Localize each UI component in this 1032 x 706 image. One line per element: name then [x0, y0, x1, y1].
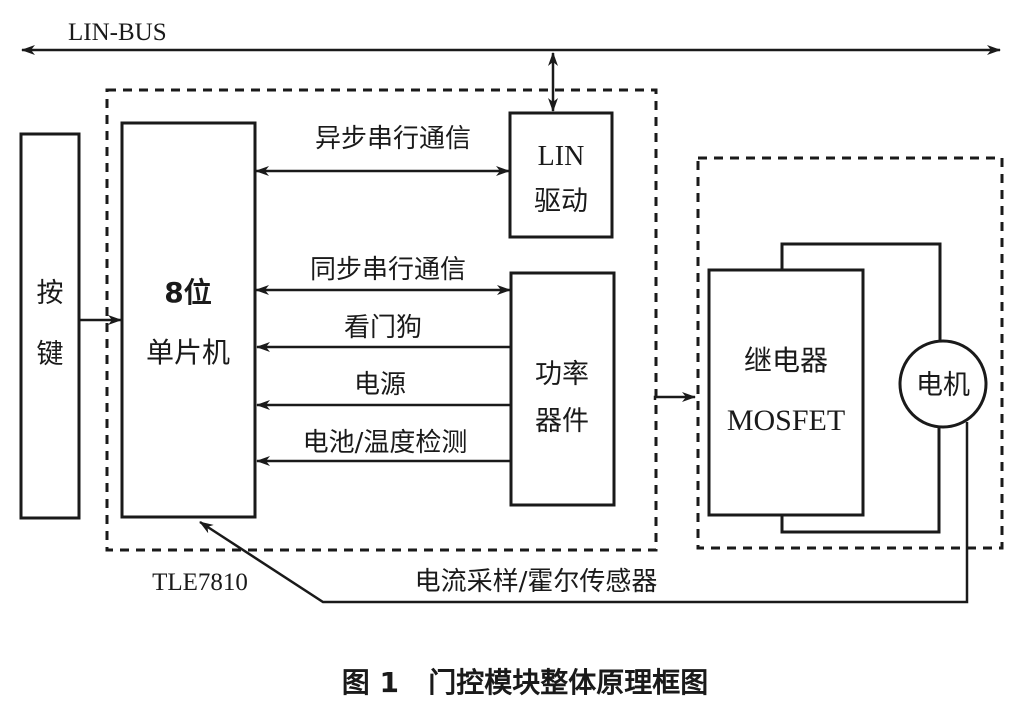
- power-label: 电源: [354, 370, 406, 400]
- current-sampling-feedback-arrow: [199, 422, 969, 604]
- lin-bus: LIN-BUS: [21, 19, 1001, 55]
- tle7810-label: TLE7810: [152, 569, 248, 596]
- keys-box: [19, 132, 81, 520]
- relay-label-line1: 继电器: [744, 344, 828, 377]
- keys-label-line1: 按: [37, 278, 64, 309]
- keys-label-line2: 键: [37, 339, 64, 370]
- power-to-relay-arrow: [653, 392, 696, 402]
- mcu-block: 8位 单片机: [120, 121, 257, 519]
- power-device-label-line2: 器件: [535, 406, 589, 437]
- power-device-label-line1: 功率: [535, 359, 589, 390]
- lin-driver-label-line1: LIN: [538, 141, 585, 172]
- relay-box: [707, 268, 865, 517]
- current-sampling-label: 电流采样/霍尔传感器: [415, 567, 658, 597]
- actuator-boundary: [696, 156, 1004, 550]
- figure-caption: 图 1 门控模块整体原理框图: [342, 666, 708, 699]
- motor-circle: [898, 339, 988, 429]
- async-serial-label: 异步串行通信: [315, 124, 471, 154]
- relay-label-line2: MOSFET: [727, 404, 845, 437]
- keys-block: 按 键: [19, 132, 81, 520]
- motor-label: 电机: [916, 370, 970, 401]
- mcu-box: [120, 121, 257, 519]
- watchdog-label: 看门狗: [344, 313, 422, 343]
- mcu-label-line1: 8位: [164, 276, 211, 309]
- sync-serial-label: 同步串行通信: [310, 255, 466, 285]
- power-device-block: 功率 器件: [509, 271, 616, 507]
- relay-top-wire: [780, 242, 942, 340]
- relay-block: 继电器 MOSFET: [707, 268, 865, 517]
- motor-block: 电机: [898, 339, 988, 429]
- relay-bottom-wire: [780, 428, 941, 534]
- lin-driver-box: [508, 111, 614, 239]
- lin-bus-label: LIN-BUS: [68, 19, 167, 46]
- power-device-box: [509, 271, 616, 507]
- tle7810-boundary: [105, 88, 658, 552]
- battery-temp-label: 电池/温度检测: [303, 428, 468, 458]
- lin-driver-label-line2: 驱动: [534, 186, 588, 217]
- mcu-label-line2: 单片机: [146, 336, 230, 369]
- lin-driver-block: LIN 驱动: [508, 111, 614, 239]
